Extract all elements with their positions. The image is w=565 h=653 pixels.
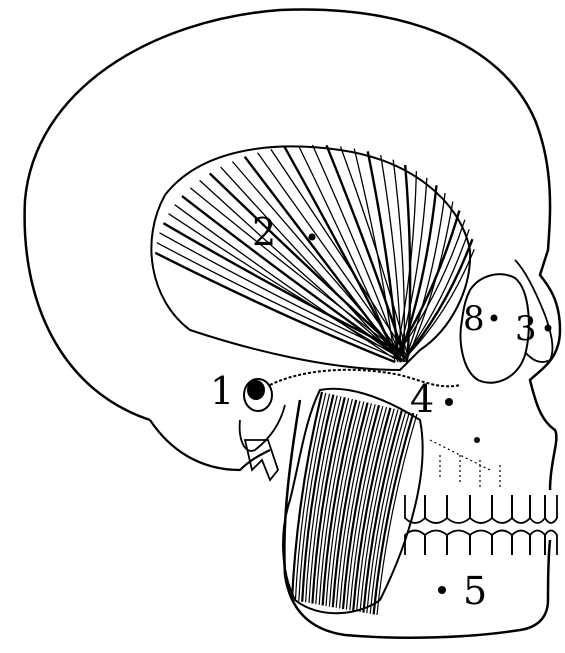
upper-tooth — [492, 495, 512, 523]
upper-tooth — [530, 495, 545, 523]
upper-tooth — [545, 495, 557, 523]
label-1: 1 — [210, 369, 234, 413]
point-5-dot — [438, 586, 446, 594]
lower-tooth — [470, 531, 492, 556]
temporalis-fiber — [182, 196, 398, 356]
styloid-process — [245, 440, 278, 480]
upper-tooth — [512, 495, 530, 523]
masseter-fiber — [295, 393, 325, 601]
point-8-dot — [491, 315, 498, 322]
cranium-outline — [25, 10, 560, 490]
temporalis-fiber — [221, 167, 395, 356]
maxilla-dotted — [430, 440, 500, 490]
label-2: 2 — [252, 210, 276, 254]
temporalis-muscle — [155, 145, 474, 362]
point-3-dot — [545, 325, 552, 332]
upper-tooth — [470, 495, 492, 523]
label-4: 4 — [410, 377, 434, 421]
occipital-outline — [150, 420, 270, 470]
upper-teeth — [405, 495, 557, 523]
masseter-fiber — [367, 411, 406, 613]
lower-tooth — [425, 531, 447, 556]
lower-tooth — [492, 531, 512, 556]
upper-tooth — [447, 495, 470, 523]
temporalis-fiber — [381, 155, 401, 356]
upper-tooth — [425, 495, 447, 523]
label-8: 8 — [463, 299, 485, 339]
lower-tooth — [530, 531, 545, 556]
lower-teeth — [405, 531, 557, 556]
masseter-muscle — [292, 392, 417, 615]
point-2-dot — [309, 234, 316, 241]
label-3: 3 — [515, 309, 537, 349]
lower-tooth — [512, 531, 530, 556]
point-4-dot — [445, 398, 453, 406]
ear-canal-center — [247, 380, 265, 400]
lower-tooth — [447, 531, 470, 556]
label-5: 5 — [463, 569, 487, 613]
lower-tooth — [545, 531, 557, 556]
point-extra-dot — [474, 437, 480, 443]
